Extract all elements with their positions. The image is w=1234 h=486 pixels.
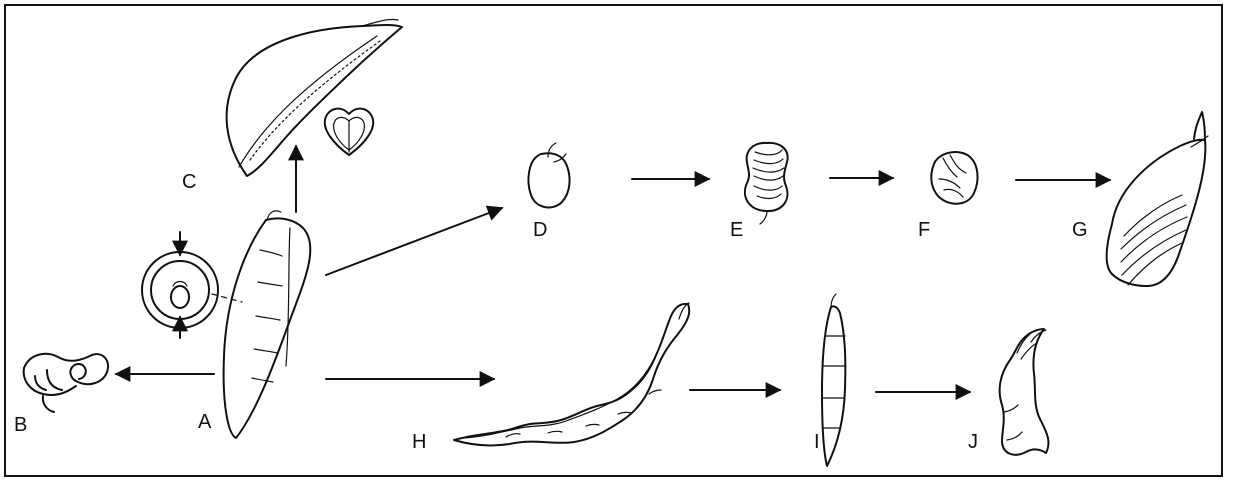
label-h: H xyxy=(412,431,426,453)
label-f: F xyxy=(918,219,930,241)
fruit-g-illustration xyxy=(1107,112,1208,286)
fruit-j-illustration xyxy=(1000,329,1049,455)
label-j: J xyxy=(968,431,978,453)
pod-a-illustration xyxy=(224,211,311,438)
fruit-i-illustration xyxy=(822,294,845,466)
label-b: B xyxy=(14,414,27,436)
label-a: A xyxy=(198,411,212,433)
label-c: C xyxy=(182,171,196,193)
pod-c-illustration xyxy=(227,19,402,176)
arrow-to-d xyxy=(326,208,502,275)
fruit-e-illustration xyxy=(745,143,788,224)
label-d: D xyxy=(533,219,547,241)
fruit-f-illustration xyxy=(931,152,977,204)
fruit-d-illustration xyxy=(528,143,569,207)
pod-c-cross-section xyxy=(325,109,373,155)
label-g: G xyxy=(1072,219,1088,241)
label-e: E xyxy=(730,219,743,241)
coiled-pod-b xyxy=(24,354,108,412)
label-i: I xyxy=(814,431,820,453)
fruit-h-illustration xyxy=(454,303,689,445)
